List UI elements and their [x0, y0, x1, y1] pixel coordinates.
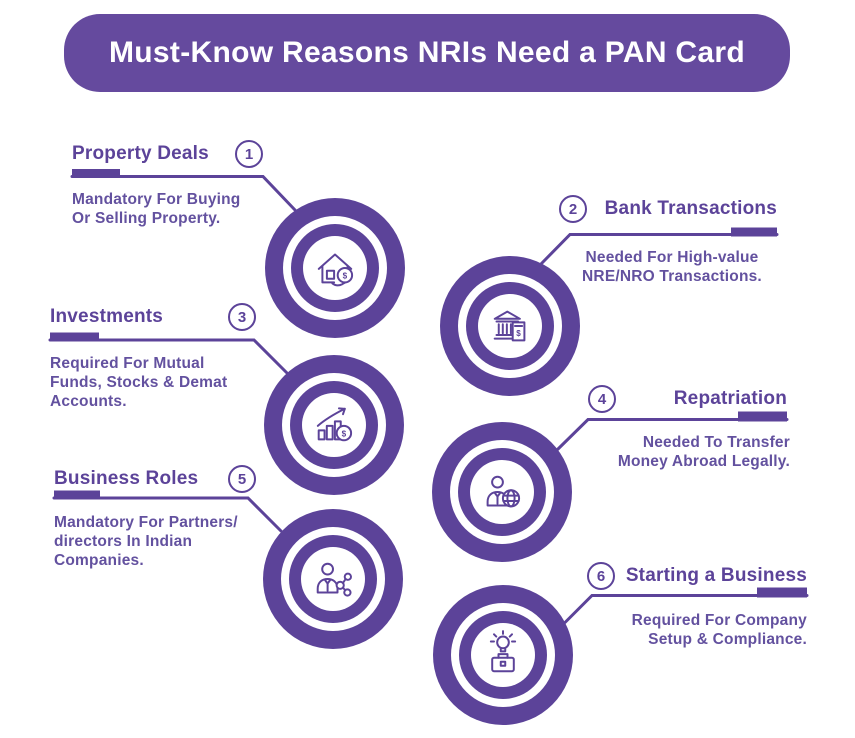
item-5-description: Mandatory For Partners/ directors In Ind… [54, 514, 238, 569]
item-3-number-badge: 3 [228, 303, 256, 331]
item-5-number-badge: 5 [228, 465, 256, 493]
item-4-header: 4 Repatriation [588, 385, 787, 413]
item-3-description: Required For Mutual Funds, Stocks & Dema… [50, 355, 228, 410]
header-banner: Must-Know Reasons NRIs Need a PAN Card [64, 14, 790, 92]
connector-item-3 [48, 332, 289, 375]
item-3-header: Investments 3 [50, 303, 256, 331]
item-2-title: Bank Transactions [604, 198, 777, 219]
item-6-description: Required For Company Setup & Compliance. [631, 612, 807, 648]
connector-item-4 [555, 411, 789, 452]
item-4-icon-badge [432, 422, 572, 562]
item-4-number-badge: 4 [588, 385, 616, 413]
item-1-number-badge: 1 [235, 140, 263, 168]
item-6-title: Starting a Business [625, 565, 807, 586]
connector-item-6 [563, 587, 809, 624]
item-6-number-badge: 6 [587, 562, 615, 590]
svg-text:$: $ [343, 271, 348, 280]
item-5-title: Business Roles [54, 468, 199, 489]
item-5-header: Business Roles 5 [54, 465, 256, 493]
item-4-description: Needed To Transfer Money Abroad Legally. [617, 434, 790, 470]
house-sale-icon: $ [317, 253, 354, 287]
connector-item-5 [52, 490, 283, 533]
item-2-icon-badge: $ [440, 256, 580, 396]
item-6-header: 6 Starting a Business [587, 562, 807, 590]
item-3-icon-badge: $ [264, 355, 404, 495]
growth-chart-coin-icon: $ [316, 407, 353, 442]
item-1-header: Property Deals 1 [72, 140, 263, 168]
item-2-description: Needed For High-value NRE/NRO Transactio… [582, 249, 762, 285]
item-5-icon-badge [263, 509, 403, 649]
svg-text:$: $ [516, 329, 521, 338]
svg-text:$: $ [342, 429, 347, 438]
item-3-title: Investments [50, 306, 164, 327]
item-1-description: Mandatory For Buying Or Selling Property… [72, 191, 241, 227]
person-network-icon [316, 562, 352, 597]
bulb-briefcase-icon [489, 630, 517, 673]
item-1-title: Property Deals [72, 143, 209, 164]
item-2-number-badge: 2 [559, 195, 587, 223]
connector-item-1 [70, 169, 297, 212]
connector-item-2 [539, 227, 779, 266]
item-6-icon-badge [433, 585, 573, 725]
item-4-title: Repatriation [673, 388, 787, 409]
item-1-icon-badge: $ [265, 198, 405, 338]
item-2-header: 2 Bank Transactions [559, 195, 777, 223]
page-title: Must-Know Reasons NRIs Need a PAN Card [109, 36, 745, 69]
bank-document-icon: $ [493, 310, 526, 342]
person-globe-icon [486, 475, 521, 508]
